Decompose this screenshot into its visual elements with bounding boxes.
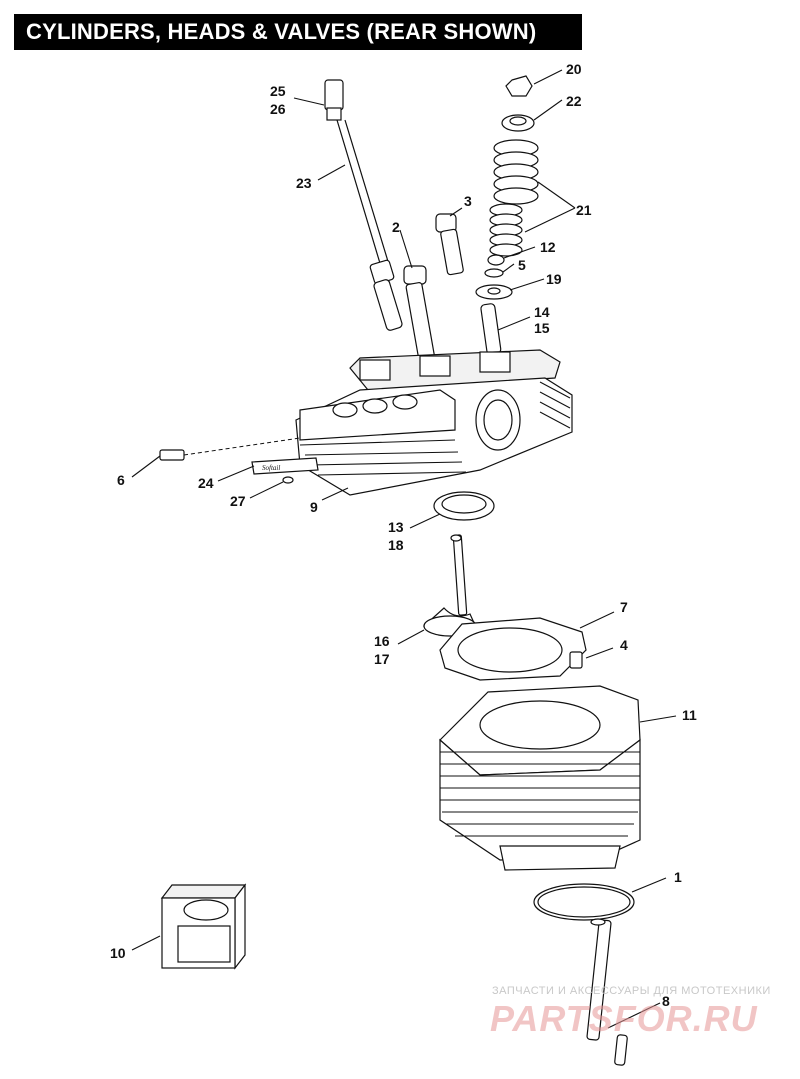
callout-25: 25	[270, 83, 286, 99]
callout-21: 21	[576, 202, 592, 218]
head-stud	[159, 449, 185, 461]
callout-27: 27	[230, 493, 246, 509]
leader-lines	[131, 69, 677, 1029]
callout-1: 1	[674, 869, 682, 885]
cylinder-stud	[586, 918, 628, 1066]
valve-guide-2	[403, 265, 436, 364]
callout-22: 22	[566, 93, 582, 109]
valve-keeper	[505, 75, 533, 97]
nameplate: Softail	[251, 457, 319, 475]
watermark-tagline: ЗАПЧАСТИ И АКСЕССУАРЫ ДЛЯ МОТОТЕХНИКИ	[492, 985, 771, 997]
callout-4: 4	[620, 637, 628, 653]
callout-5: 5	[518, 257, 526, 273]
svg-text:Softail: Softail	[262, 464, 280, 472]
callout-12: 12	[540, 239, 556, 255]
valve-guide-3	[435, 213, 464, 276]
callout-9: 9	[310, 499, 318, 515]
callout-16: 16	[374, 633, 390, 649]
callout-3: 3	[464, 193, 472, 209]
dowel-pin	[569, 651, 583, 669]
callout-10: 10	[110, 945, 126, 961]
callout-17: 17	[374, 651, 390, 667]
callout-18: 18	[388, 537, 404, 553]
head-gasket	[439, 617, 587, 681]
o-ring	[484, 268, 504, 278]
watermark-logo: PARTSFOR.RU	[490, 998, 758, 1039]
callout-13: 13	[388, 519, 404, 535]
page-title: CYLINDERS, HEADS & VALVES (REAR SHOWN)	[14, 14, 582, 50]
valve-guide-14	[480, 303, 502, 355]
callout-11: 11	[682, 707, 697, 723]
valve	[422, 534, 477, 637]
callout-6: 6	[117, 472, 125, 488]
callout-20: 20	[566, 61, 582, 77]
screw	[282, 476, 294, 484]
gasket-kit-box	[160, 883, 247, 970]
callout-8: 8	[662, 993, 670, 1009]
cylinder-head	[295, 349, 573, 496]
pushrod-assembly	[324, 79, 403, 331]
callout-24: 24	[198, 475, 214, 491]
callout-7: 7	[620, 599, 628, 615]
callout-2: 2	[392, 219, 400, 235]
callout-23: 23	[296, 175, 312, 191]
callout-26: 26	[270, 101, 286, 117]
valve-stem-seal	[487, 254, 505, 266]
callout-14: 14	[534, 304, 550, 320]
callout-19: 19	[546, 271, 562, 287]
valve-springs	[489, 139, 539, 257]
cylinder	[439, 685, 641, 871]
callout-15: 15	[534, 320, 550, 336]
